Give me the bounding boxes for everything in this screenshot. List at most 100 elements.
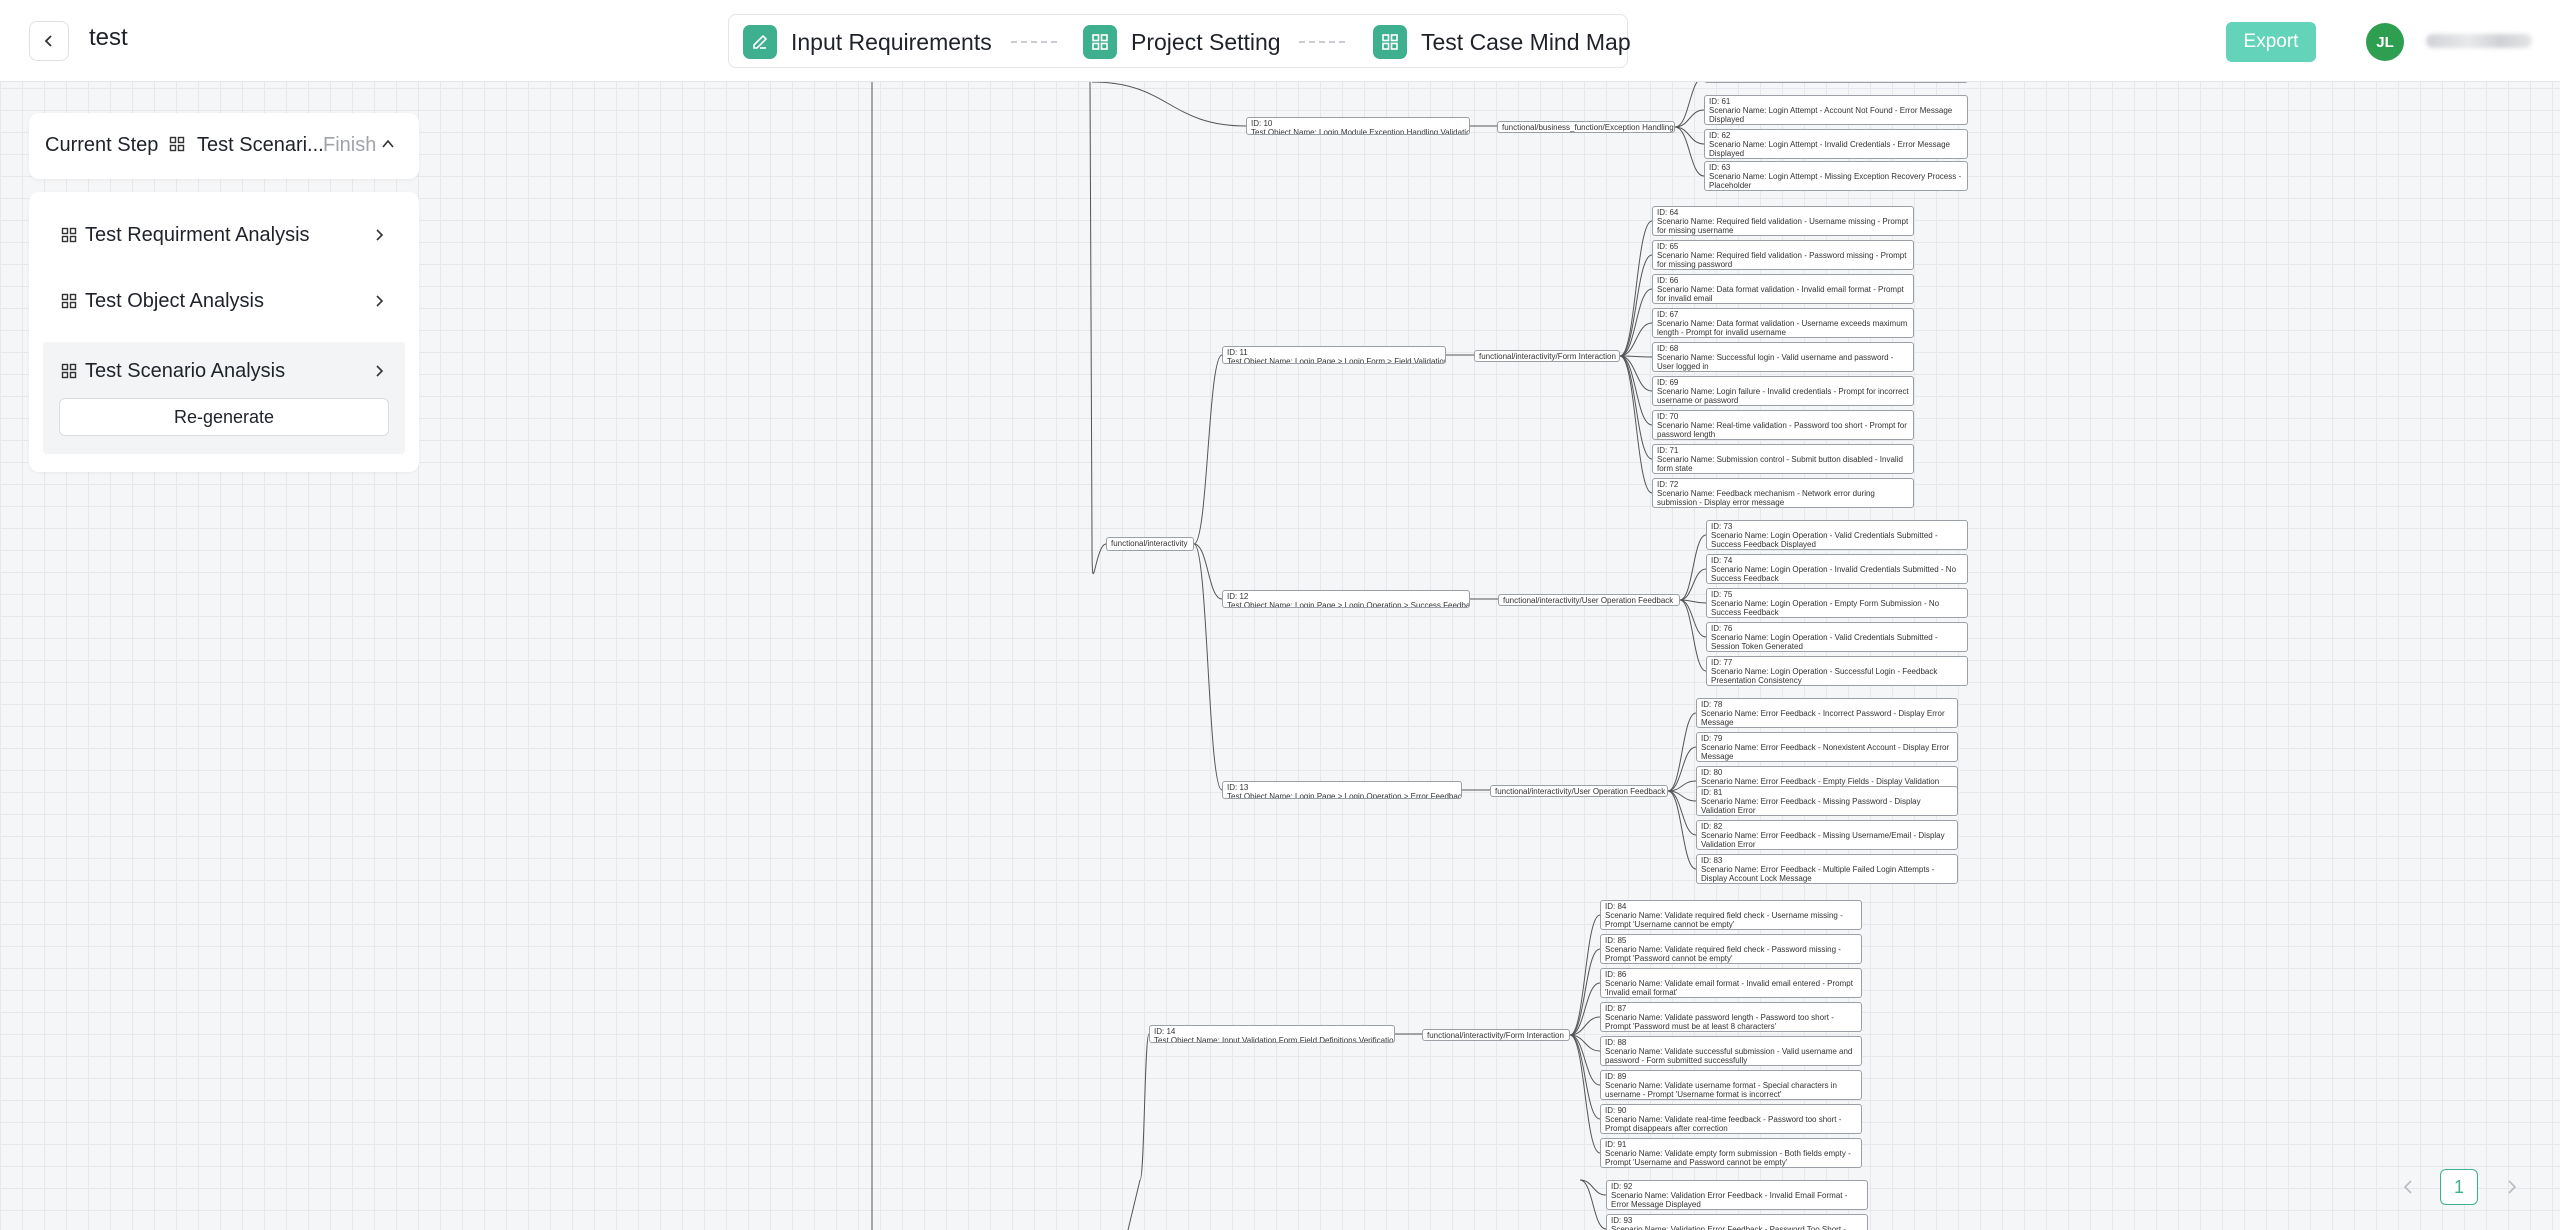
connector-line	[1091, 541, 1107, 574]
connector-line	[1139, 1033, 1150, 1181]
regenerate-button[interactable]: Re-generate	[59, 398, 389, 436]
grid-icon	[61, 227, 77, 243]
node-text: ID: 87	[1605, 1004, 1627, 1013]
node-text: ID: 75	[1711, 590, 1733, 599]
pencil-icon	[743, 25, 777, 59]
connector-line	[1674, 109, 1705, 128]
connector-line	[1674, 82, 1698, 128]
category-node[interactable]: functional/business_function/Exception H…	[1497, 121, 1675, 133]
top-bar: test Input Requirements Project Setting …	[0, 0, 2560, 82]
step-input-requirements[interactable]: Input Requirements	[743, 25, 992, 59]
back-button[interactable]	[29, 21, 69, 61]
node-text: ID: 13	[1227, 783, 1249, 792]
mind-map-connectors	[871, 82, 1707, 1230]
category-node[interactable]: functional/interactivity/User Operation …	[1498, 594, 1680, 606]
branch-node[interactable]: functional/interactivity	[1106, 537, 1194, 551]
node-text: ID: 81	[1701, 788, 1723, 797]
current-step-label: Current Step	[45, 134, 159, 156]
analysis-step-scenario[interactable]: Test Scenario Analysis Re-generate	[43, 342, 405, 454]
analysis-step-requirement[interactable]: Test Requirment Analysis	[43, 206, 405, 264]
node-text: ID: 11	[1227, 348, 1248, 357]
node-text: ID: 63	[1709, 163, 1731, 172]
export-button[interactable]: Export	[2226, 22, 2316, 62]
node-text: ID: 65	[1657, 242, 1679, 251]
node-text: Scenario Name: Validate email format - I…	[1605, 979, 1853, 997]
chevron-up-icon[interactable]	[379, 135, 397, 153]
step-connector	[1011, 41, 1057, 43]
node-text: Scenario Name: Login failure - Invalid c…	[1657, 387, 1909, 405]
node-text: Scenario Name: Validate password length …	[1605, 1013, 1834, 1031]
node-text: ID: 88	[1605, 1038, 1627, 1047]
chevron-left-icon[interactable]	[2400, 1178, 2418, 1196]
chevron-right-icon[interactable]	[2502, 1178, 2520, 1196]
step-connector	[1299, 41, 1345, 43]
category-node[interactable]: functional/interactivity/Form Interactio…	[1474, 350, 1620, 362]
grid-icon	[169, 136, 185, 152]
page-number-current[interactable]: 1	[2440, 1169, 2478, 1205]
connector-line	[1679, 534, 1707, 601]
connector-line	[1569, 1016, 1601, 1036]
connector-line	[1679, 599, 1707, 604]
step-test-case-mind-map[interactable]: Test Case Mind Map	[1373, 25, 1631, 59]
node-text: Scenario Name: Feedback mechanism - Netw…	[1657, 489, 1875, 507]
node-text: ID: 74	[1711, 556, 1733, 565]
step-project-setting[interactable]: Project Setting	[1083, 25, 1281, 59]
connector-line	[1679, 599, 1707, 638]
scenario-node[interactable]: ayed	[1704, 82, 1968, 83]
category-node[interactable]: functional/interactivity/Form Interactio…	[1422, 1029, 1570, 1041]
node-text: Scenario Name: Data format validation - …	[1657, 319, 1908, 337]
connector-line	[1619, 355, 1653, 392]
connector-line	[1089, 82, 1093, 543]
node-text: ID: 73	[1711, 522, 1733, 531]
avatar[interactable]: JL	[2366, 23, 2404, 61]
node-text: Scenario Name: Required field validation…	[1657, 251, 1907, 269]
node-text: ID: 80	[1701, 768, 1723, 777]
connector-line	[1619, 288, 1653, 357]
node-text: Scenario Name: Validate real-time feedba…	[1605, 1115, 1842, 1133]
current-step-card[interactable]: Current Step Test Scenari... Finish	[29, 113, 419, 179]
analysis-step-object[interactable]: Test Object Analysis	[43, 272, 405, 330]
node-text: ID: 14	[1154, 1027, 1176, 1036]
current-step-status: Finish	[323, 134, 377, 156]
category-node[interactable]: functional/interactivity/User Operation …	[1490, 785, 1668, 797]
node-text: Test Object Name: Login Page > Login Ope…	[1227, 601, 1470, 608]
